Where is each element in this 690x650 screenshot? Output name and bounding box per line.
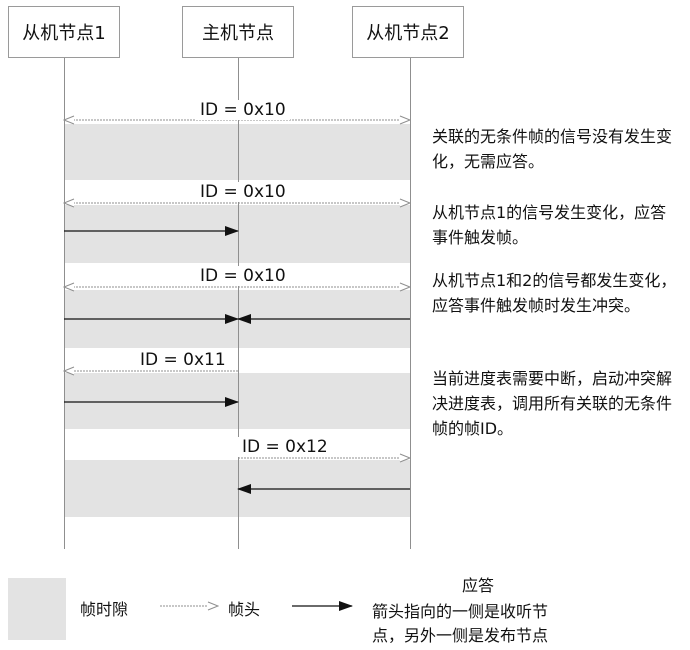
legend-response-title: 应答 (462, 576, 495, 595)
id-label-2: ID = 0x10 (196, 182, 290, 202)
legend-header-label: 帧头 (228, 600, 261, 619)
frame-slot-1 (64, 124, 410, 180)
lifeline-slave2 (410, 58, 411, 549)
legend-slot-label: 帧时隙 (80, 600, 129, 619)
note-1: 关联的无条件帧的信号没有发生变化，无需应答。 (432, 127, 673, 171)
lifeline-master (238, 58, 239, 549)
id-label-3: ID = 0x10 (196, 266, 290, 286)
id-label-1: ID = 0x10 (196, 100, 290, 120)
note-3: 从机节点1和2的信号都发生变化，应答事件触发帧时发生冲突。 (432, 271, 677, 315)
node-slave1: 从机节点1 (8, 6, 120, 58)
id-label-4: ID = 0x11 (136, 350, 230, 370)
lifeline-slave1 (64, 58, 65, 549)
id-label-5: ID = 0x12 (238, 437, 332, 457)
legend-response-desc-1: 箭头指向的一侧是收听节 (372, 602, 549, 621)
node-master: 主机节点 (182, 6, 294, 58)
note-4: 当前进度表需要中断，启动冲突解决进度表，调用所有关联的无条件帧的帧ID。 (432, 369, 673, 438)
note-2: 从机节点1的信号发生变化，应答事件触发帧。 (432, 203, 667, 247)
legend-slot-swatch (8, 578, 66, 640)
node-slave2: 从机节点2 (352, 6, 464, 58)
legend-response-desc-2: 点，另外一侧是发布节点 (372, 626, 549, 645)
